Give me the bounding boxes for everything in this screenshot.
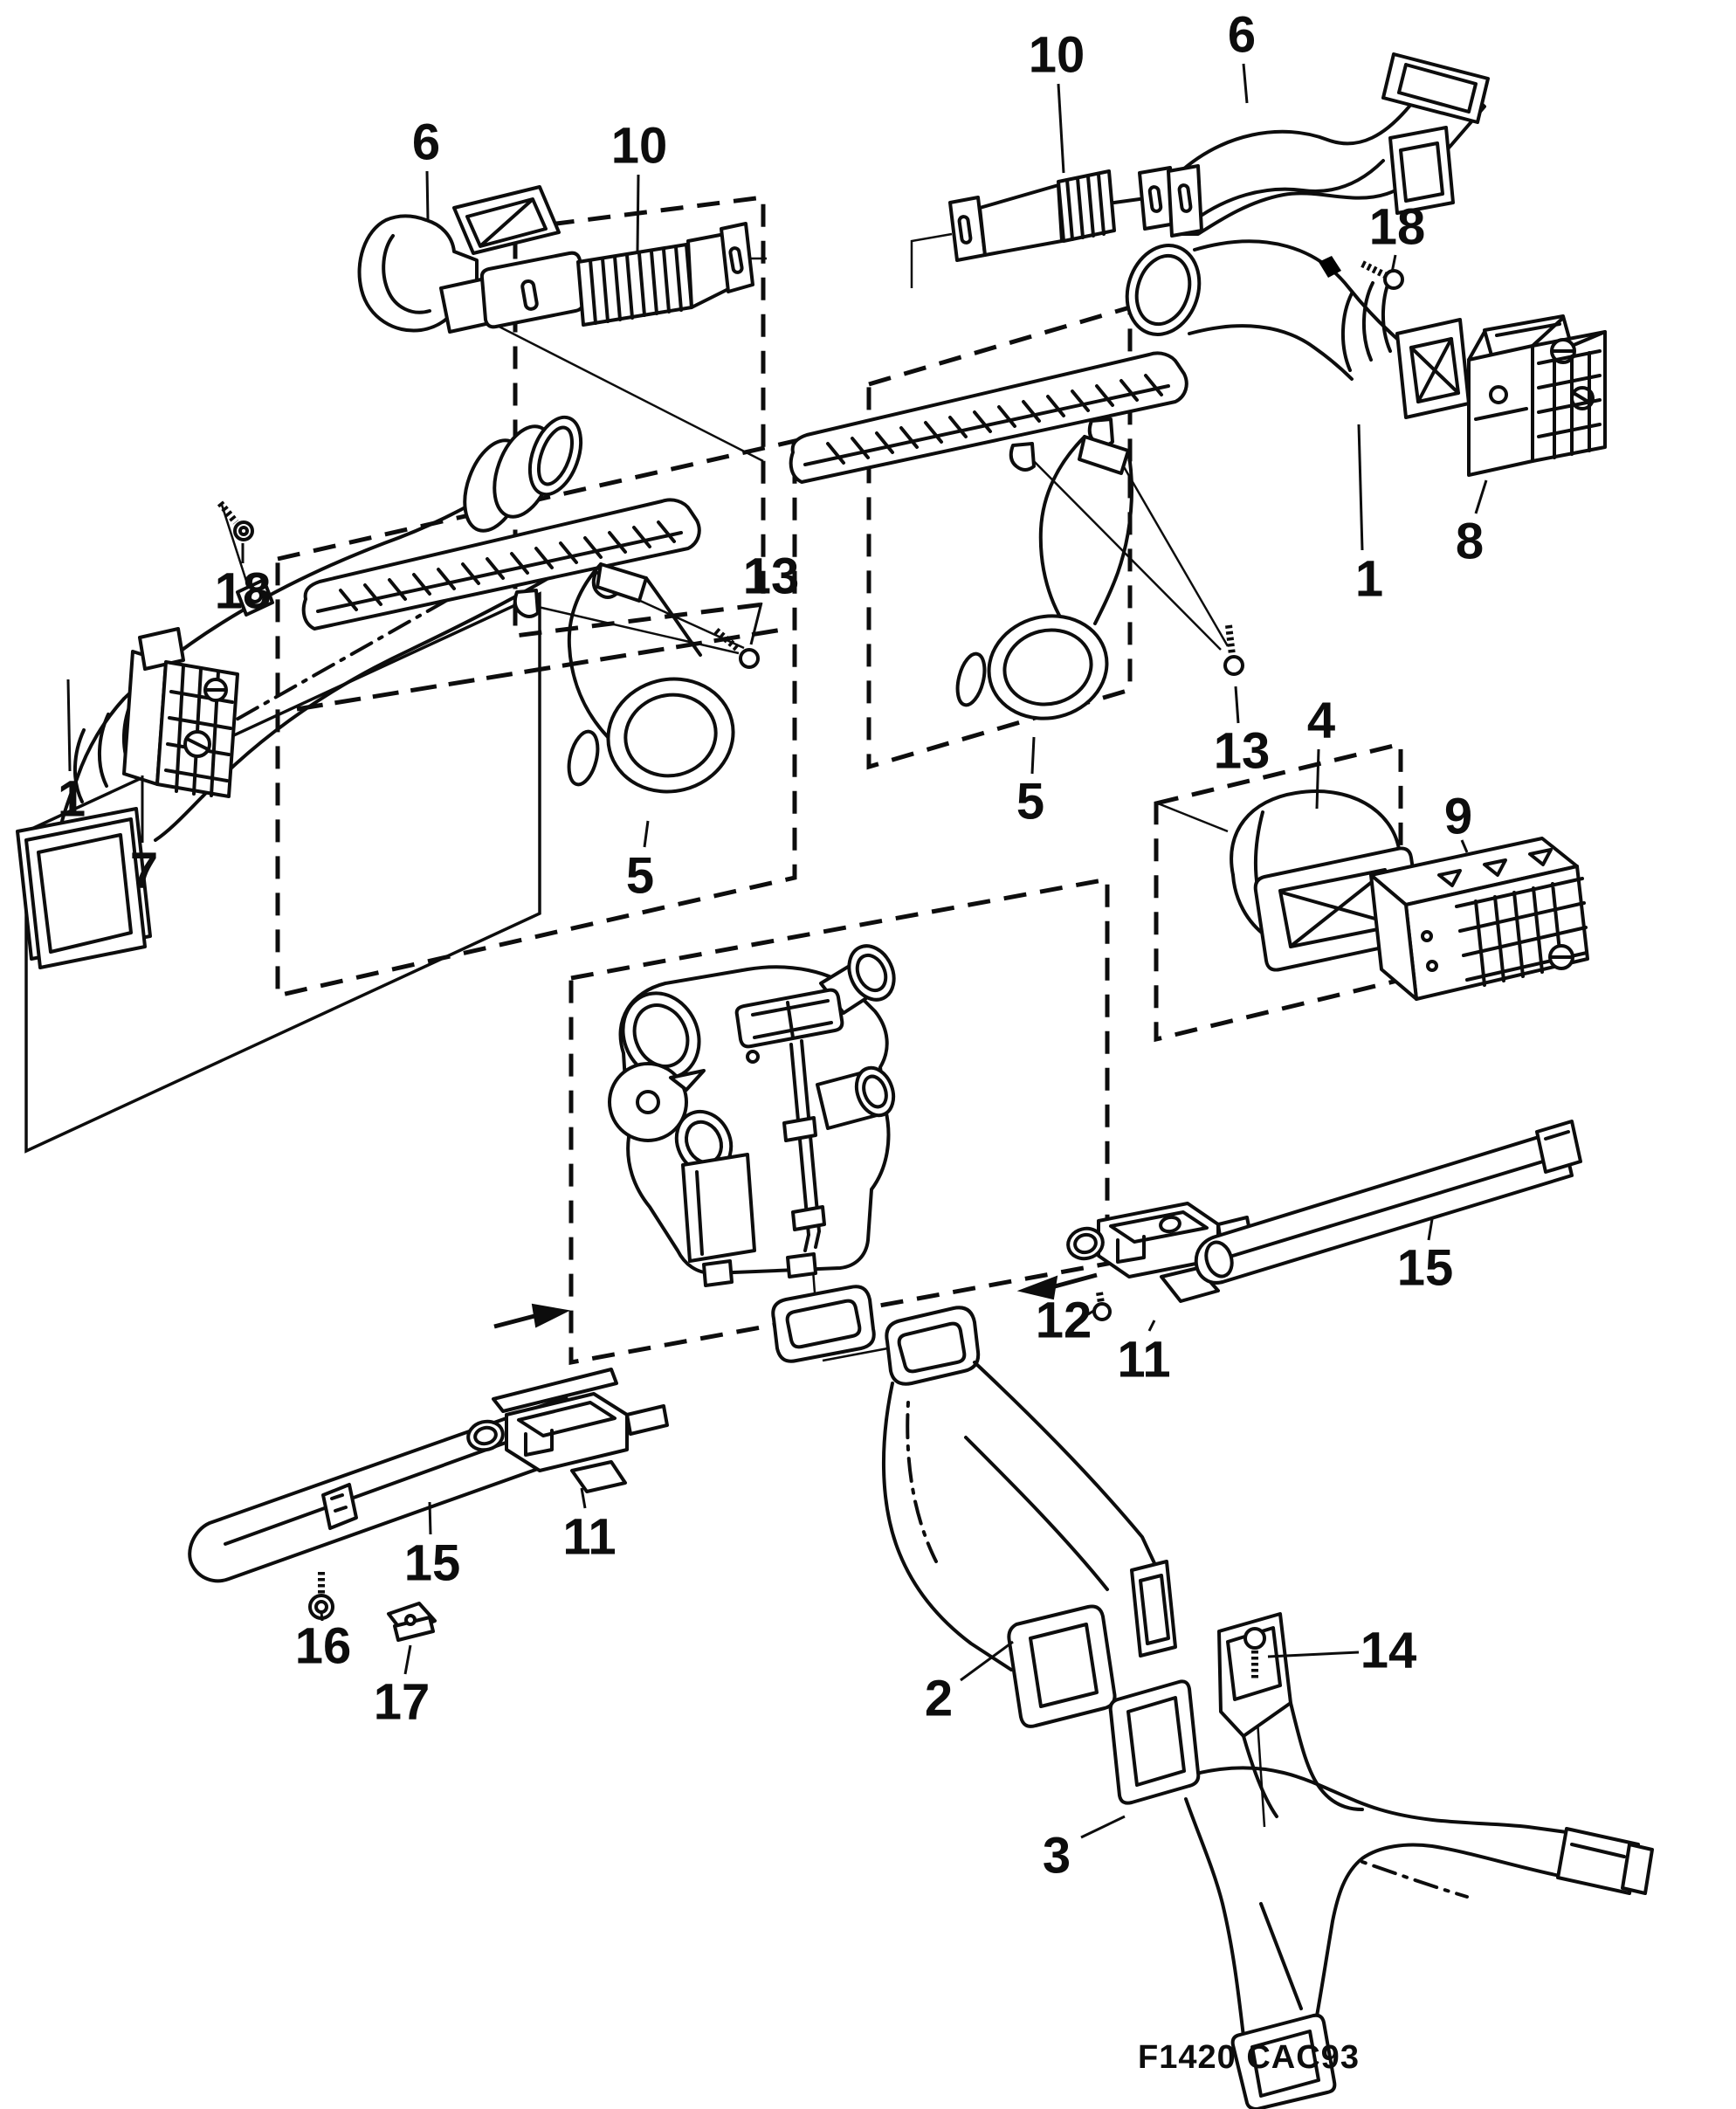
callout-leader-18: [1390, 254, 1397, 273]
part-defroster-grille-left: [301, 498, 701, 631]
part-1-left-tube: [16, 415, 583, 969]
part-6-right-duct: [1167, 52, 1490, 238]
callout-leader-6: [1242, 63, 1249, 104]
callout-12-17: 12: [1036, 1292, 1092, 1349]
callout-leader-15: [1427, 1218, 1434, 1241]
callout-16-20: 16: [295, 1618, 352, 1675]
callout-leader-6: [425, 170, 430, 221]
callout-leader-2: [960, 1640, 1014, 1682]
callout-7-9: 7: [130, 843, 158, 899]
screw-16: [308, 1572, 334, 1620]
part-6-left-adapter: [479, 251, 586, 329]
callout-leader-11: [580, 1487, 587, 1509]
callout-9-15: 9: [1444, 789, 1472, 845]
screw-13-left: [713, 627, 760, 669]
callout-leader-4: [1315, 748, 1320, 810]
panel-left-solid: [24, 591, 541, 1154]
part-15-right-strip: [1194, 1120, 1582, 1285]
callout-leader-9: [1460, 839, 1469, 853]
callout-11-18: 11: [1117, 1332, 1170, 1389]
callout-2-23: 2: [925, 1671, 953, 1727]
part-5-right-funnel: [955, 435, 1133, 720]
callout-5-11: 5: [626, 848, 654, 905]
callout-leader-16: [320, 1611, 324, 1622]
callout-8-5: 8: [1456, 513, 1484, 570]
part-11-left-bracket: [466, 1368, 669, 1493]
callout-5-12: 5: [1016, 774, 1044, 831]
panel-defroster-left-dashed: [275, 438, 797, 999]
screw-18-right: [1319, 256, 1404, 290]
heater-outlet-collar: [771, 1285, 876, 1363]
callout-10-1: 10: [611, 118, 668, 175]
part-6-left-elbow-vent: [357, 185, 561, 334]
callout-15-16: 15: [1397, 1240, 1454, 1297]
part-7-side-vent: [122, 627, 239, 798]
callout-11-22: 11: [562, 1509, 616, 1566]
callout-leader-8: [1474, 479, 1488, 514]
part-2-floor-duct: [882, 1306, 1177, 1728]
callout-leader-10: [1057, 83, 1065, 174]
callout-14-25: 14: [1361, 1623, 1417, 1679]
callout-4-14: 4: [1307, 693, 1335, 749]
cowl-line-left: [296, 626, 789, 712]
callout-leader-15: [428, 1501, 432, 1535]
part-9-dash-vent: [1369, 837, 1589, 1001]
callout-leader-3: [1080, 1815, 1126, 1839]
callout-6-3: 6: [1228, 7, 1256, 64]
callout-leader-5: [643, 820, 650, 848]
callout-leader-14: [1267, 1651, 1360, 1658]
callout-1-6: 1: [1355, 551, 1383, 608]
callout-3-24: 3: [1043, 1828, 1071, 1885]
part-10-left-flex-hose: [576, 222, 754, 327]
heater-distribution-box: [608, 944, 896, 1287]
callout-13-13: 13: [1214, 723, 1271, 780]
part-defroster-grille-right: [789, 351, 1188, 484]
callout-18-7: 18: [215, 563, 272, 620]
part-10-right-flex-hose: [948, 166, 1177, 262]
part-8-side-vent: [1467, 314, 1607, 477]
screw-13-right: [1223, 624, 1244, 676]
arrow-left-icon: [1016, 1272, 1098, 1300]
screw-12: [1092, 1292, 1112, 1321]
part-3-rear-floor-duct: [1108, 1612, 1654, 2109]
callout-leader-13: [749, 602, 763, 645]
callout-leader-13: [1234, 686, 1240, 724]
callout-leader-1: [66, 679, 72, 772]
callout-17-21: 17: [374, 1674, 431, 1731]
part-5-left-funnel: [567, 562, 735, 794]
arrow-right-icon: [493, 1303, 571, 1329]
callout-leader-5: [1030, 736, 1036, 775]
part-11-right-bracket: [1066, 1202, 1252, 1303]
callout-1-10: 1: [58, 771, 86, 828]
screw-18-left: [217, 500, 254, 541]
callout-leader-17: [403, 1644, 412, 1675]
figure-code: F1420 CAC93: [1138, 2039, 1360, 2076]
callout-15-19: 15: [404, 1535, 461, 1592]
screw-14: [1243, 1627, 1266, 1678]
callout-18-4: 18: [1369, 199, 1426, 256]
callout-13-8: 13: [743, 548, 800, 605]
callout-leader-11: [1147, 1320, 1156, 1332]
callout-leader-1: [1357, 424, 1364, 551]
callout-6-0: 6: [412, 114, 440, 171]
clip-17: [387, 1602, 437, 1642]
callout-10-2: 10: [1029, 27, 1085, 84]
callout-leader-12: [1087, 1308, 1096, 1316]
callout-leader-10: [636, 174, 640, 252]
